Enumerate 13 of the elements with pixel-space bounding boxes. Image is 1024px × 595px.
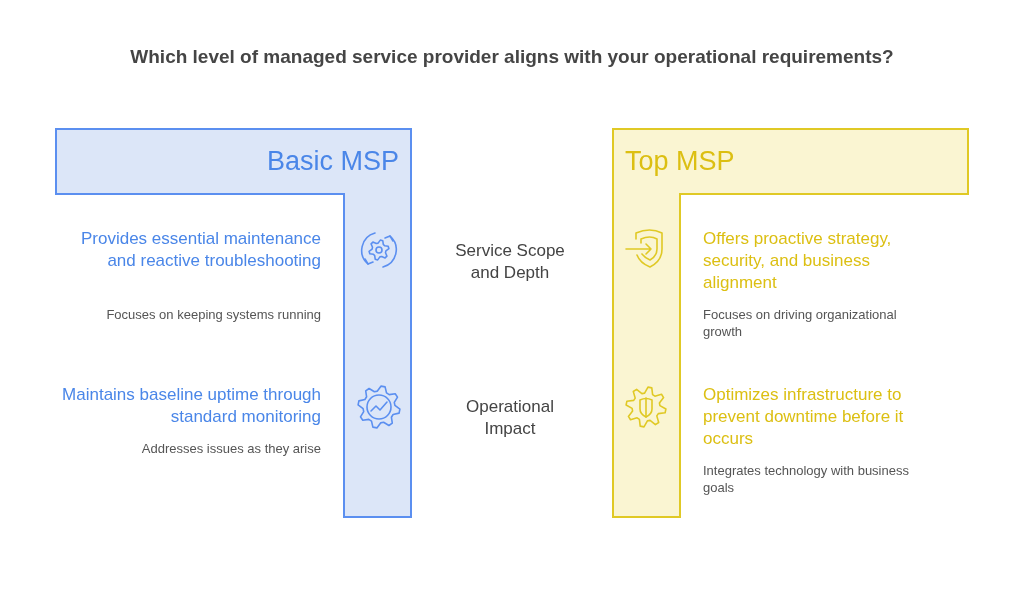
column-heading: Top MSP: [625, 145, 735, 178]
description-text: Integrates technology with business goals: [703, 462, 910, 496]
description-text: Focuses on driving organizational growth: [703, 306, 898, 340]
statement-text: Provides essential maintenance and reactive troubleshooting: [80, 228, 321, 272]
title: Which level of managed service provider aligns with your operational requirements?: [129, 46, 895, 68]
criterion-label: Service Scope and Depth: [454, 240, 566, 284]
description-text: Addresses issues as they arise: [140, 440, 321, 457]
column-heading: Basic MSP: [266, 145, 399, 178]
statement-text: Maintains baseline uptime through standard monitoring: [61, 384, 321, 428]
statement-text: Optimizes infrastructure to prevent downtime before it occurs: [703, 384, 905, 450]
criterion-label: Operational Impact: [465, 396, 555, 440]
description-text: Focuses on keeping systems running: [105, 306, 321, 323]
statement-text: Offers proactive strategy, security, and business alignment: [703, 228, 893, 294]
